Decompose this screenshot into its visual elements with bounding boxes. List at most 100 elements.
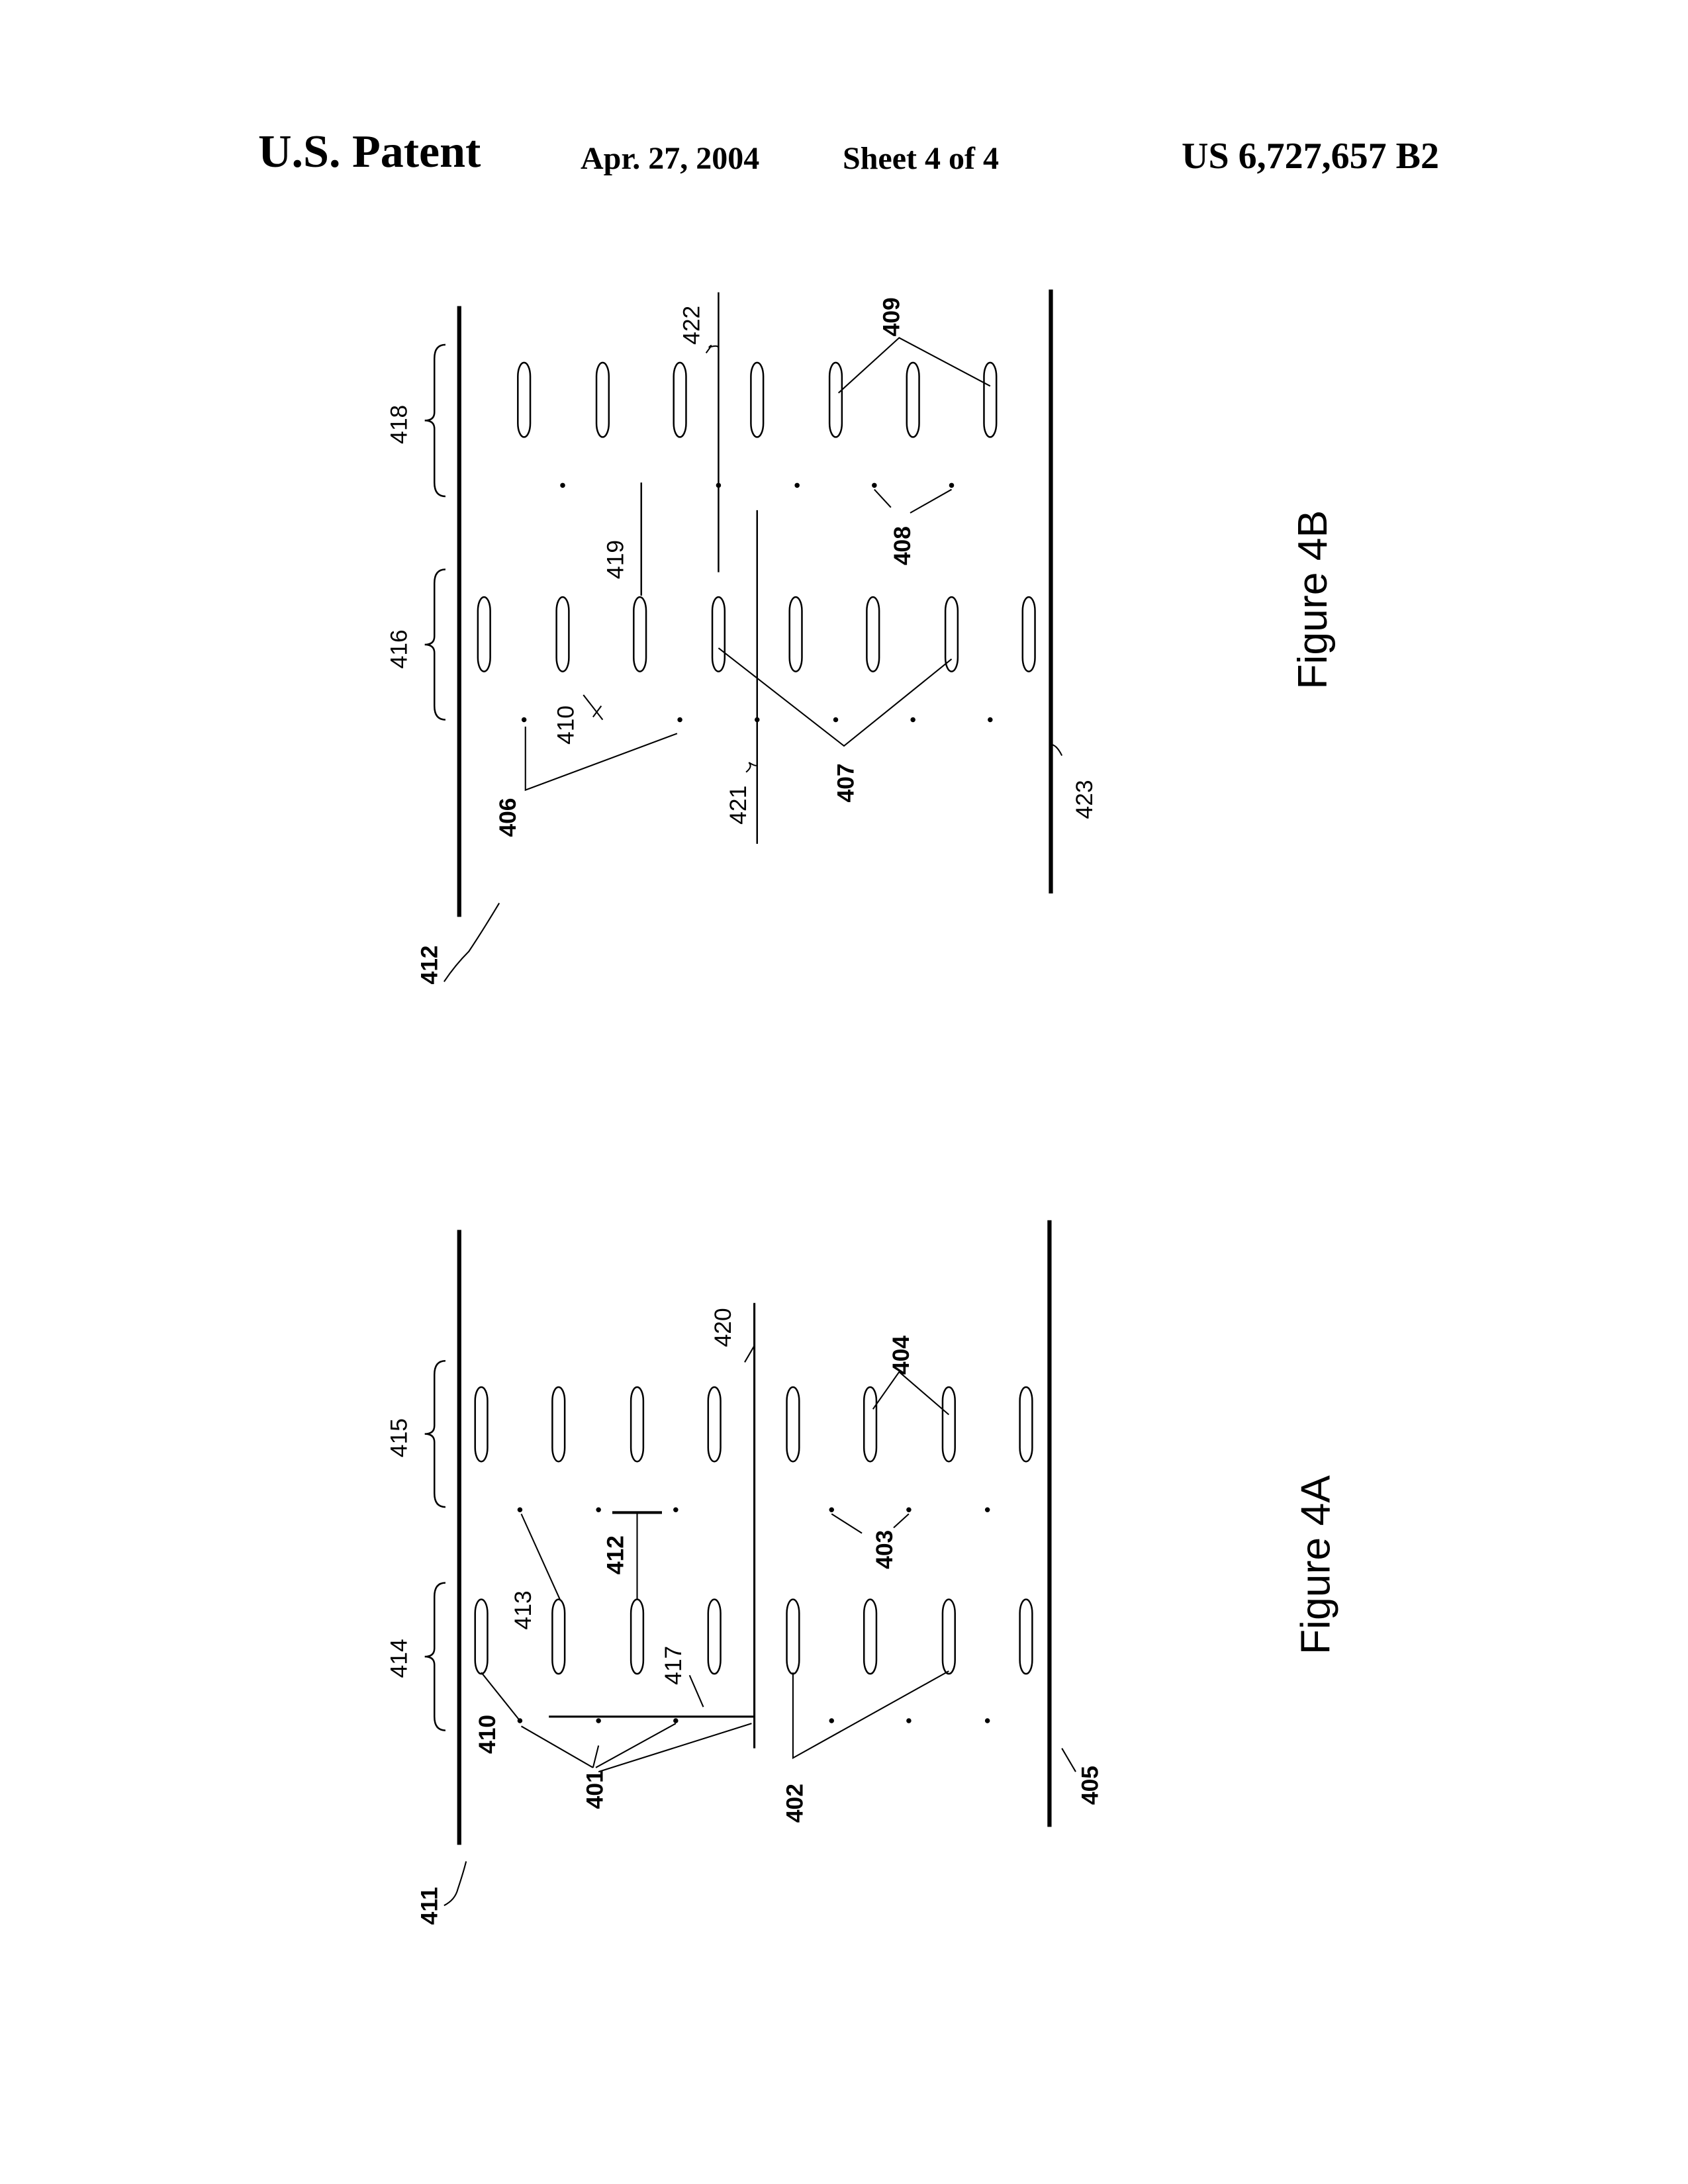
slot-oval — [786, 1598, 800, 1675]
slot-oval — [633, 596, 647, 672]
figure-4b-caption: Figure 4B — [1289, 510, 1336, 690]
leader-line-421 — [745, 762, 758, 773]
slot-oval — [866, 596, 880, 672]
patent-number: US 6,727,657 B2 — [1182, 136, 1439, 177]
leader-line-410 — [583, 694, 604, 721]
patent-title: U.S. Patent — [258, 126, 481, 177]
slot-oval — [1019, 1386, 1033, 1463]
dot — [794, 482, 800, 488]
dot — [755, 717, 760, 723]
label-403: 403 — [871, 1530, 898, 1569]
dot — [677, 717, 682, 723]
label-411: 411 — [416, 1887, 442, 1925]
label-416: 416 — [386, 629, 412, 668]
leader-line-417 — [688, 1674, 704, 1707]
slot-oval — [863, 1598, 878, 1675]
leader-line-404 — [872, 1371, 950, 1416]
slot-oval — [941, 1598, 956, 1675]
dot — [906, 1718, 912, 1723]
label-413: 413 — [510, 1590, 536, 1629]
label-423: 423 — [1071, 780, 1098, 819]
dot — [910, 717, 915, 723]
label-412: 412 — [602, 1535, 629, 1574]
label-419: 419 — [602, 540, 629, 579]
figure-4a: Figure 4A 415 414 411 410 401 413 412 41… — [386, 1308, 1339, 1925]
leader-line-407 — [718, 647, 953, 747]
label-407: 407 — [833, 763, 859, 802]
leader-line-423 — [1051, 743, 1063, 756]
slot-oval — [630, 1598, 645, 1675]
dot — [872, 482, 877, 488]
slot-oval — [630, 1386, 645, 1463]
dot — [673, 1507, 679, 1512]
leader-line-411 — [444, 1861, 467, 1907]
slot-oval — [1019, 1598, 1033, 1675]
slot-oval — [555, 596, 570, 672]
brace-418 — [424, 343, 445, 498]
dot — [716, 482, 722, 488]
slot-oval — [595, 361, 610, 438]
label-401: 401 — [581, 1770, 608, 1809]
leader-line-422 — [705, 345, 720, 353]
label-417: 417 — [660, 1646, 686, 1685]
dot — [521, 717, 527, 723]
slot-oval — [1021, 596, 1036, 672]
slot-oval — [786, 1386, 800, 1463]
slot-oval — [711, 596, 726, 672]
label-406: 406 — [494, 798, 521, 837]
brace-414 — [424, 1582, 445, 1731]
dot — [673, 1718, 679, 1723]
leader-line-401 — [598, 1723, 752, 1773]
dot — [984, 1507, 990, 1512]
dot — [560, 482, 565, 488]
brace-416 — [424, 569, 445, 721]
slot-oval — [474, 1598, 489, 1675]
slot-oval — [828, 361, 843, 438]
patent-date: Apr. 27, 2004 — [581, 141, 760, 176]
slot-oval — [551, 1598, 566, 1675]
leader-line-408 — [910, 488, 953, 514]
slot-oval — [863, 1386, 878, 1463]
dot — [517, 1507, 523, 1512]
slot-oval — [906, 361, 920, 438]
slot-oval — [983, 361, 998, 438]
slot-oval — [707, 1386, 722, 1463]
slot-oval — [517, 361, 532, 438]
slot-oval — [474, 1386, 489, 1463]
slot-oval — [941, 1386, 956, 1463]
slot-oval — [477, 596, 491, 672]
label-402: 402 — [782, 1784, 808, 1823]
leader-line-405 — [1061, 1748, 1076, 1772]
label-420: 420 — [710, 1308, 736, 1347]
brace-415 — [424, 1360, 445, 1508]
dot — [906, 1507, 912, 1512]
sheet-number: Sheet 4 of 4 — [843, 141, 999, 176]
figure-4b: Figure 4B 418 416 412 406 410 419 422 42… — [386, 297, 1336, 984]
label-404: 404 — [888, 1336, 914, 1375]
slot-oval — [788, 596, 803, 672]
label-422: 422 — [678, 306, 704, 345]
label-405: 405 — [1076, 1766, 1103, 1805]
leader-line-401 — [595, 1723, 677, 1768]
slot-oval — [750, 361, 765, 438]
leader-line-420 — [744, 1345, 755, 1363]
leader-line-403 — [893, 1513, 910, 1529]
figure-4a-caption: Figure 4A — [1292, 1475, 1338, 1655]
label-414: 414 — [386, 1639, 412, 1678]
label-412: 412 — [416, 945, 442, 984]
dot — [829, 1507, 835, 1512]
label-421: 421 — [725, 786, 751, 825]
leader-line-413 — [520, 1514, 561, 1600]
label-410: 410 — [474, 1715, 500, 1754]
slot-oval — [551, 1386, 566, 1463]
dot — [829, 1718, 835, 1723]
leader-line-409 — [837, 337, 991, 394]
slot-oval — [707, 1598, 722, 1675]
label-409: 409 — [878, 297, 904, 336]
label-415: 415 — [386, 1418, 412, 1457]
leader-line-408 — [874, 488, 892, 508]
dot — [984, 1718, 990, 1723]
leader-line-401 — [592, 1745, 600, 1768]
leader-line-410 — [592, 705, 602, 717]
